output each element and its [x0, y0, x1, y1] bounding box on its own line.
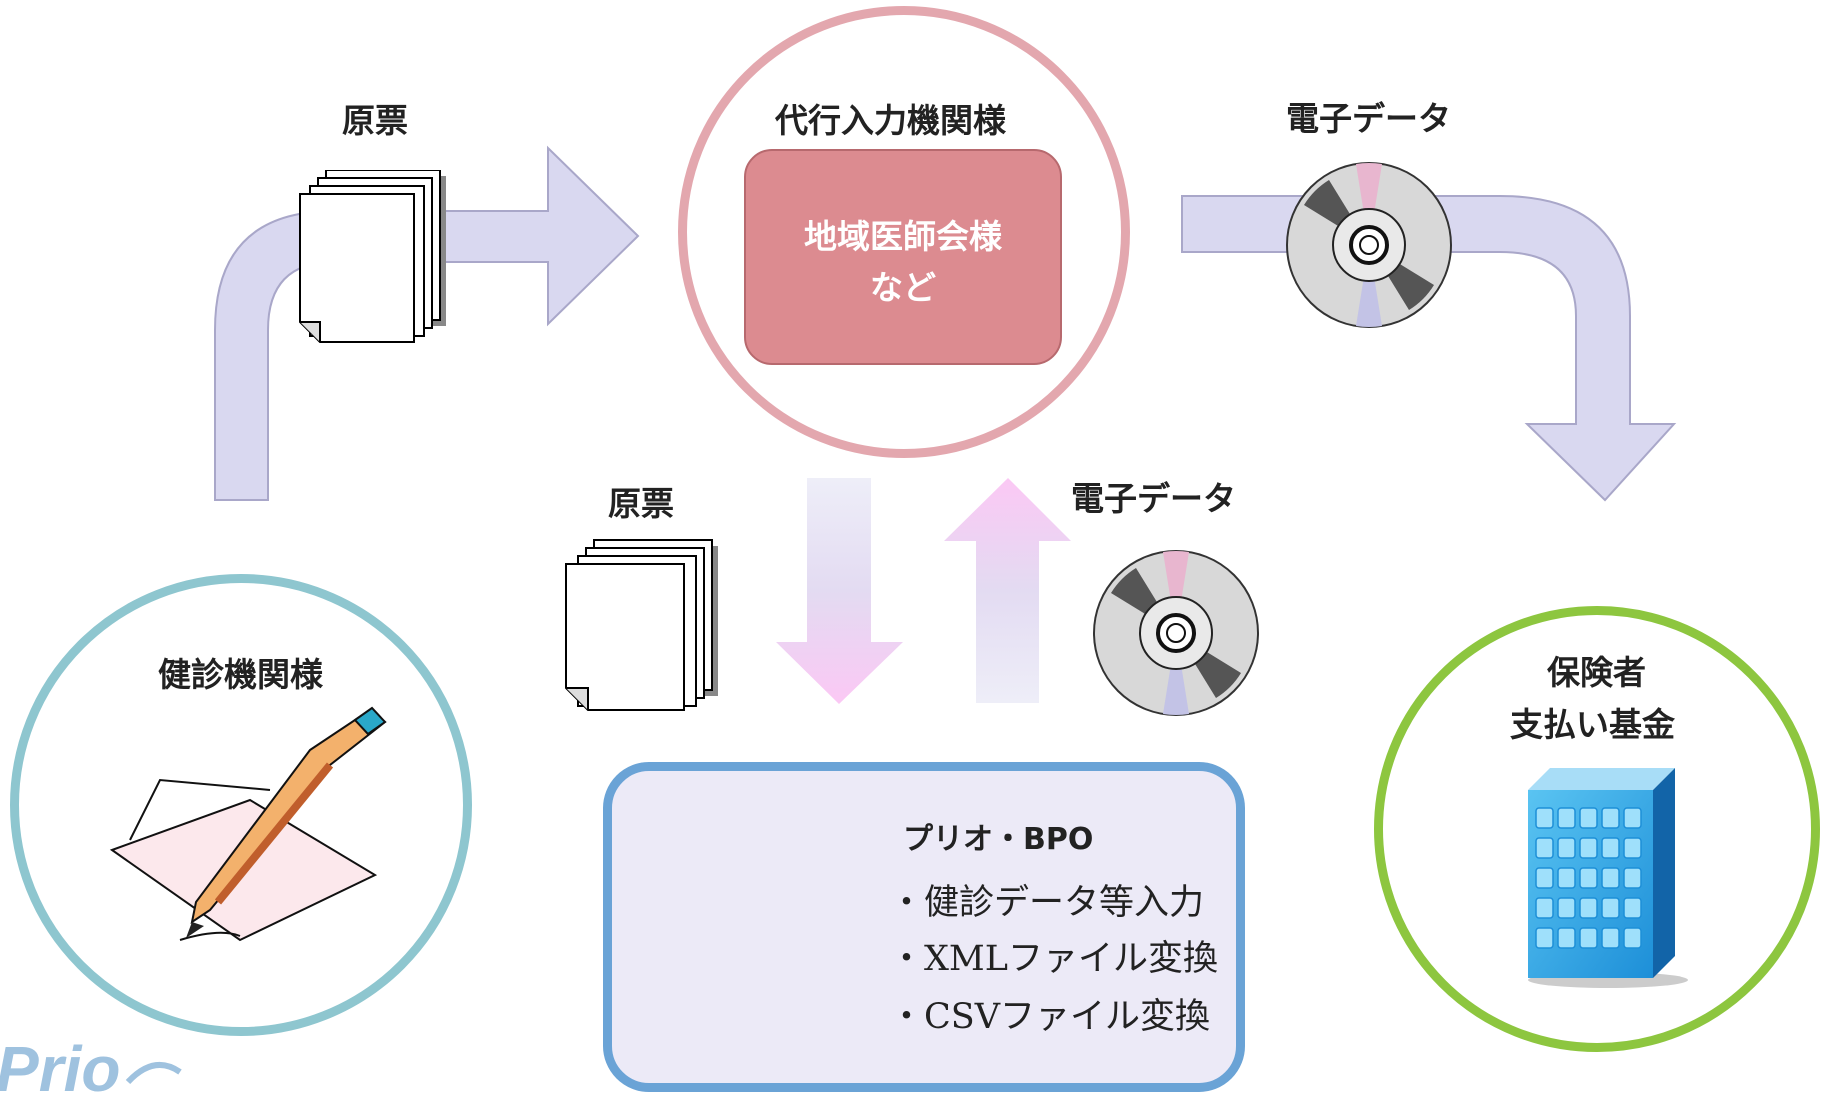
building-window [1623, 807, 1642, 829]
building-window [1579, 897, 1598, 919]
office-building-icon [1528, 768, 1688, 988]
building-window [1601, 897, 1620, 919]
arrow-down-to-bpo [776, 478, 903, 704]
building-window [1623, 837, 1642, 859]
data-label-mid: 電子データ [1071, 479, 1236, 518]
data-label-top: 電子データ [1286, 99, 1451, 138]
building-window [1579, 927, 1598, 949]
paper-label-top: 原票 [342, 101, 408, 140]
building-window [1623, 897, 1642, 919]
building-window [1579, 837, 1598, 859]
building-window [1623, 927, 1642, 949]
bpo-title: プリオ・BPO [903, 822, 1094, 857]
building-window [1535, 897, 1554, 919]
building-window [1557, 807, 1576, 829]
bpo-item: ・健診データ等入力 [889, 883, 1205, 923]
building-window [1557, 927, 1576, 949]
insurer-label-line2: 支払い基金 [1510, 705, 1675, 744]
clinic-label: 健診機関様 [158, 655, 323, 694]
regional-medical-association-box: 地域医師会様 など [744, 149, 1062, 365]
bpo-item: ・XMLファイル変換 [889, 939, 1218, 979]
stacked-paper-icon-mid [565, 539, 718, 711]
building-window [1557, 867, 1576, 889]
arrow-up-from-bpo [944, 478, 1071, 703]
paper-label-mid: 原票 [608, 484, 674, 523]
building-window [1535, 807, 1554, 829]
building-window [1601, 927, 1620, 949]
proxy-inner-line2: など [870, 268, 936, 308]
logo-swirl-icon [125, 1062, 182, 1085]
proxy-inner-line1: 地域医師会様 [804, 217, 1002, 256]
cd-disc-icon-mid [1093, 550, 1259, 716]
prio-logo: Prio [0, 1033, 121, 1105]
bpo-item: ・CSVファイル変換 [889, 997, 1211, 1037]
stacked-paper-icon [299, 170, 446, 343]
building-window [1601, 807, 1620, 829]
building-window [1557, 897, 1576, 919]
building-window [1535, 867, 1554, 889]
pen-writing-icon [109, 706, 387, 942]
building-window [1623, 867, 1642, 889]
building-window [1579, 867, 1598, 889]
insurer-label-line1: 保険者 [1547, 653, 1646, 692]
building-window [1535, 837, 1554, 859]
building-window [1601, 867, 1620, 889]
proxy-title: 代行入力機関様 [775, 101, 1006, 140]
building-window [1579, 807, 1598, 829]
prio-bpo-box [603, 762, 1245, 1092]
building-window [1557, 837, 1576, 859]
building-window [1535, 927, 1554, 949]
arrow-proxy-to-insurer [1181, 195, 1677, 502]
building-window [1601, 837, 1620, 859]
cd-disc-icon [1286, 162, 1452, 328]
